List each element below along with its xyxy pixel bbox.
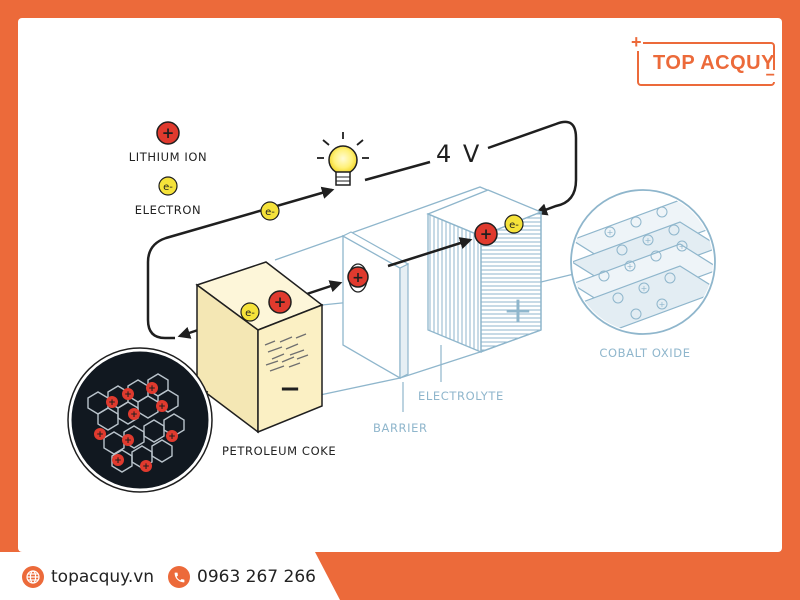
svg-text:+: + xyxy=(114,456,122,466)
svg-text:+: + xyxy=(641,284,648,293)
battery-diagram: + LITHIUM ION e- ELECTRON 4 V xyxy=(67,120,716,493)
svg-text:+: + xyxy=(645,236,652,245)
cathode-block: + xyxy=(426,189,543,353)
website-text: topacquy.vn xyxy=(51,567,155,587)
cobalt-oxide-magnifier: + + + + + + xyxy=(540,189,716,335)
svg-text:+: + xyxy=(124,390,132,400)
svg-text:+: + xyxy=(96,430,104,440)
svg-text:e-: e- xyxy=(509,220,519,231)
anode-block: − xyxy=(195,261,324,434)
svg-text:+: + xyxy=(142,462,150,472)
anode-electron: e- xyxy=(240,302,260,322)
svg-text:+: + xyxy=(168,432,176,442)
svg-text:e-: e- xyxy=(163,182,173,193)
svg-text:+: + xyxy=(607,228,614,237)
svg-text:e-: e- xyxy=(245,308,255,319)
logo-plus-icon: + xyxy=(630,32,643,52)
svg-text:+: + xyxy=(148,384,156,394)
voltage-label: 4 V xyxy=(436,140,481,168)
svg-text:+: + xyxy=(627,262,634,271)
barrier-ion: + xyxy=(347,266,369,288)
svg-text:+: + xyxy=(274,293,287,311)
globe-icon xyxy=(22,566,44,588)
legend-lithium-ion-label: LITHIUM ION xyxy=(129,150,208,164)
svg-text:+: + xyxy=(352,270,364,286)
svg-text:+: + xyxy=(158,402,166,412)
graphite-magnifier: + + + + + + + + + + xyxy=(67,347,213,493)
petroleum-coke-label: PETROLEUM COKE xyxy=(222,444,336,458)
svg-text:+: + xyxy=(124,436,132,446)
electron-on-wire: e- xyxy=(260,201,280,221)
svg-text:e-: e- xyxy=(265,207,275,218)
barrier-label: BARRIER xyxy=(373,421,428,435)
footer-bar: topacquy.vn 0963 267 266 xyxy=(0,552,800,600)
logo-minus-icon: − xyxy=(764,67,776,84)
svg-text:+: + xyxy=(130,410,138,420)
svg-text:+: + xyxy=(162,124,175,142)
cathode-ion: + xyxy=(474,222,498,246)
cathode-electron: e- xyxy=(504,214,524,234)
legend-electron-label: ELECTRON xyxy=(135,203,201,217)
phone-icon xyxy=(168,566,190,588)
cathode-plus-sign: + xyxy=(503,290,533,331)
phone-text: 0963 267 266 xyxy=(197,567,316,587)
svg-text:+: + xyxy=(659,300,666,309)
content-panel: + LITHIUM ION e- ELECTRON 4 V xyxy=(18,18,782,552)
anode-minus-sign: − xyxy=(279,374,301,404)
svg-text:+: + xyxy=(108,398,116,408)
logo-text: TOP ACQUY xyxy=(653,52,775,74)
cobalt-oxide-label: COBALT OXIDE xyxy=(599,346,690,360)
legend-electron-icon: e- xyxy=(158,176,178,196)
footer-website[interactable]: topacquy.vn xyxy=(22,564,154,590)
barrier xyxy=(341,231,410,380)
legend: + LITHIUM ION e- ELECTRON xyxy=(129,121,208,217)
anode-ion: + xyxy=(268,290,292,314)
light-bulb-icon xyxy=(317,132,369,186)
svg-text:+: + xyxy=(480,225,493,243)
electrolyte-label: ELECTROLYTE xyxy=(418,389,504,403)
legend-ion-icon: + xyxy=(156,121,180,145)
svg-text:+: + xyxy=(679,242,686,251)
circuit-wire xyxy=(146,120,578,340)
brand-logo[interactable]: + TOP ACQUY − xyxy=(630,33,776,86)
footer-phone[interactable]: 0963 267 266 xyxy=(168,564,316,590)
